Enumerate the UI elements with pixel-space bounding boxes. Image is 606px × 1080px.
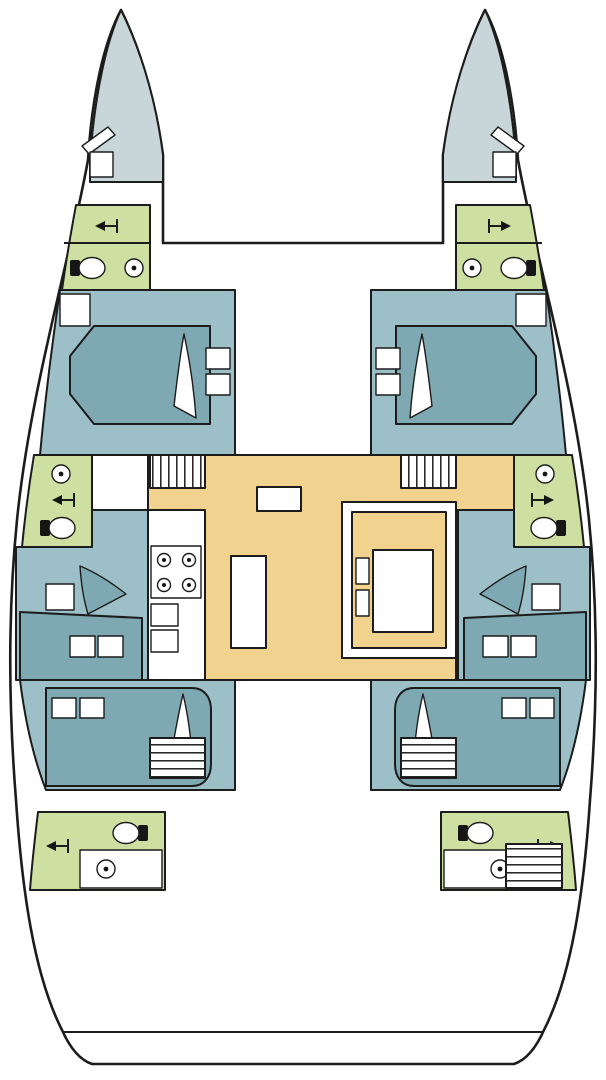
dinette xyxy=(341,501,457,659)
right-half xyxy=(371,10,590,890)
seat-icon xyxy=(355,589,370,617)
mast-step xyxy=(256,486,302,512)
galley-cabinet xyxy=(150,629,179,653)
left-half xyxy=(16,10,235,890)
table-icon xyxy=(372,549,434,633)
salon xyxy=(147,454,515,681)
galley-sink xyxy=(150,603,179,627)
stove-burner-icon xyxy=(156,552,172,568)
galley xyxy=(147,509,206,681)
stairs-icon xyxy=(400,454,457,489)
galley-island xyxy=(230,555,267,649)
stove-burner-icon xyxy=(156,577,172,593)
stove-burner-icon xyxy=(181,577,197,593)
stairs-icon xyxy=(505,843,563,889)
stairs-icon xyxy=(149,454,206,489)
stove-burner-icon xyxy=(181,552,197,568)
seat-icon xyxy=(355,557,370,585)
